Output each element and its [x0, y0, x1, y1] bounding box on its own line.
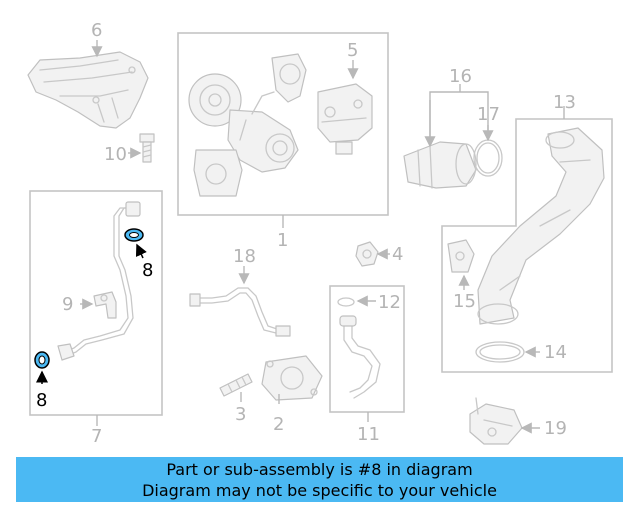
- callout-8-upper: 8: [142, 260, 153, 281]
- actuator-part: [317, 83, 373, 155]
- callout-18: 18: [233, 246, 256, 267]
- seal-ring-lower: [34, 351, 50, 369]
- oring-part: [337, 297, 355, 307]
- intake-connector-part: [403, 141, 477, 189]
- callout-13: 13: [553, 92, 576, 113]
- info-banner: Part or sub-assembly is #8 in diagram Di…: [16, 457, 623, 502]
- callout-5: 5: [347, 40, 358, 61]
- seal-ring-upper: [124, 228, 144, 242]
- gasket-part: [261, 355, 323, 401]
- seal-ring-part: [473, 139, 503, 177]
- bracket-part: [93, 291, 117, 319]
- nut-part: [355, 241, 379, 267]
- hose-frame: [329, 285, 405, 413]
- charge-pipe-frame: [441, 118, 613, 373]
- banner-line-1: Part or sub-assembly is #8 in diagram: [166, 459, 473, 479]
- stud-part: [219, 373, 253, 397]
- callout-6: 6: [91, 20, 102, 41]
- callout-15: 15: [453, 291, 476, 312]
- callout-16: 16: [449, 66, 472, 87]
- callout-4: 4: [392, 244, 403, 265]
- banner-line-2: Diagram may not be specific to your vehi…: [142, 480, 497, 500]
- callout-10: 10: [104, 144, 127, 165]
- clamp-ring-part: [475, 341, 525, 363]
- callout-7: 7: [91, 426, 102, 447]
- callout-14: 14: [544, 342, 567, 363]
- mount-bracket-part: [469, 397, 523, 445]
- callout-19: 19: [544, 418, 567, 439]
- callout-9: 9: [62, 294, 73, 315]
- sensor-part: [447, 239, 475, 273]
- callout-17: 17: [477, 104, 500, 125]
- callout-2: 2: [273, 414, 284, 435]
- oil-return-hose-part: [339, 315, 381, 399]
- oil-feed-line-part: [57, 201, 141, 361]
- oil-line-kit-frame: [29, 190, 163, 416]
- callout-1: 1: [277, 230, 288, 251]
- bolt-part: [139, 133, 155, 163]
- charge-pipe-part: [477, 127, 605, 325]
- callout-12: 12: [378, 292, 401, 313]
- heat-shield-part: [27, 51, 149, 129]
- sensor-pipe-part: [189, 287, 291, 337]
- callout-3: 3: [235, 404, 246, 425]
- callout-8-lower: 8: [36, 390, 47, 411]
- turbocharger-part: [188, 53, 307, 197]
- callout-11: 11: [357, 424, 380, 445]
